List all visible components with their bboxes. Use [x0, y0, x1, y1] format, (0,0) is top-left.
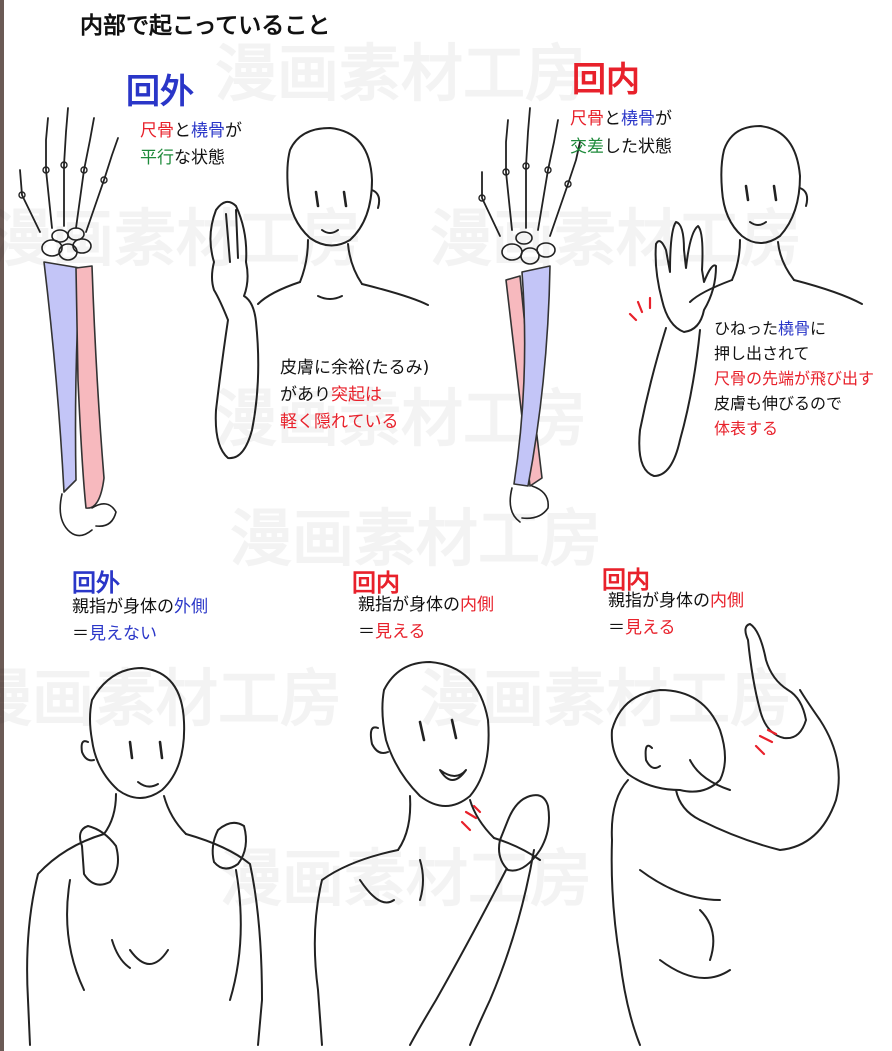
svg-text:漫画素材工房: 漫画素材工房	[215, 37, 587, 110]
svg-text:漫画素材工房: 漫画素材工房	[420, 662, 792, 735]
figure-bottom-supination	[26, 667, 263, 1046]
radius-bone	[43, 261, 81, 493]
figure-bottom-pronation-1	[313, 661, 550, 1046]
svg-text:漫画素材工房: 漫画素材工房	[220, 842, 592, 915]
radius-bone-crossed	[513, 265, 551, 487]
watermark: 漫画素材工房 漫画素材工房 漫画素材工房 漫画素材工房 漫画素材工房 漫画素材工…	[0, 37, 802, 915]
bottom-heading-3: 回内	[602, 565, 650, 594]
state-label-pronation: 交差した状態	[570, 137, 672, 157]
bones-label-supination: 尺骨と橈骨が	[140, 121, 242, 141]
svg-text:漫画素材工房: 漫画素材工房	[0, 202, 362, 275]
figure-supination	[209, 127, 429, 460]
page-title: 内部で起こっていること	[80, 13, 331, 39]
heading-supination: 回外	[126, 72, 194, 112]
bottom-heading-1: 回外	[72, 568, 120, 597]
bottom-note-3: 親指が身体の内側 ＝見える	[608, 591, 744, 638]
bones-label-pronation: 尺骨と橈骨が	[570, 109, 672, 129]
bottom-note-2: 親指が身体の内側 ＝見える	[358, 595, 494, 642]
svg-text:漫画素材工房: 漫画素材工房	[430, 202, 802, 275]
skeleton-supination	[18, 107, 119, 537]
figure-pronation	[628, 125, 863, 477]
ulna-bone	[75, 265, 105, 509]
skin-note-supination: 皮膚に余裕(たるみ) があり突起は 軽く隠れている	[280, 358, 430, 432]
svg-text:漫画素材工房: 漫画素材工房	[230, 502, 602, 575]
figure-bottom-pronation-2	[610, 623, 840, 1046]
heading-pronation: 回内	[572, 60, 640, 100]
desc-note-pronation: ひねった橈骨に 押し出されて 尺骨の先端が飛び出す 皮膚も伸びるので 体表する	[714, 319, 875, 438]
skeleton-pronation	[478, 107, 581, 523]
state-label-supination: 平行な状態	[140, 148, 225, 168]
bottom-note-1: 親指が身体の外側 ＝見えない	[72, 597, 208, 644]
bottom-heading-2: 回内	[352, 568, 400, 597]
left-edge-bar	[0, 0, 4, 1051]
svg-text:漫画素材工房: 漫画素材工房	[0, 662, 342, 735]
